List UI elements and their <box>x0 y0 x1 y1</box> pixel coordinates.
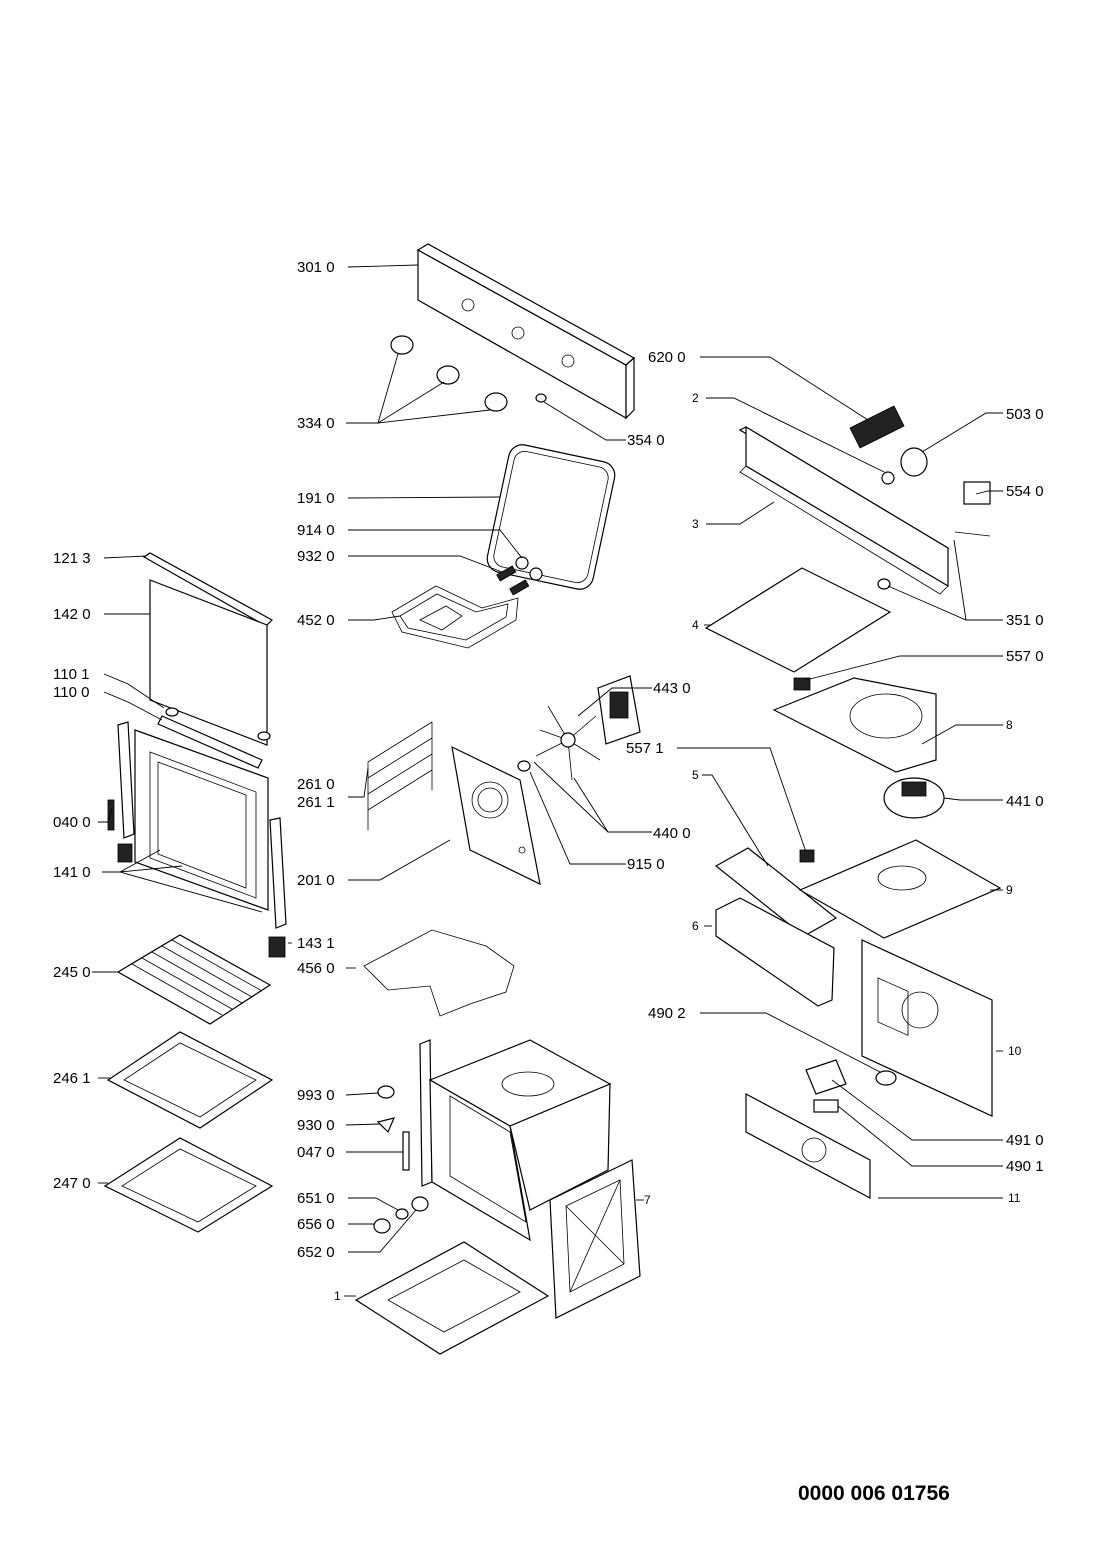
label-040-0: 040 0 <box>53 814 91 831</box>
knobs-part <box>390 335 547 412</box>
lower-control-plate-part <box>745 1093 871 1199</box>
label-110-1: 110 1 <box>53 666 89 683</box>
leader-lines <box>92 264 1003 1297</box>
label-557-1: 557 1 <box>626 740 664 757</box>
label-245-0: 245 0 <box>53 964 91 981</box>
label-2: 2 <box>692 391 699 405</box>
label-441-0: 441 0 <box>1006 793 1044 810</box>
label-914-0: 914 0 <box>297 522 335 539</box>
back-wall-part <box>861 939 993 1117</box>
label-6: 6 <box>692 919 699 933</box>
label-301-0: 301 0 <box>297 259 335 276</box>
label-141-0: 141 0 <box>53 864 91 881</box>
channel-bracket-part <box>714 847 838 1007</box>
label-3: 3 <box>692 517 699 531</box>
small-parts <box>373 1085 429 1234</box>
label-110-0: 110 0 <box>53 684 89 701</box>
label-1: 1 <box>334 1289 341 1303</box>
fan-duct-part <box>772 677 937 773</box>
door-gasket-part <box>486 444 616 590</box>
label-8: 8 <box>1006 718 1013 732</box>
label-10: 10 <box>1008 1044 1022 1058</box>
label-334-0: 334 0 <box>297 415 335 432</box>
control-panel-part <box>416 243 636 420</box>
baking-tray-part <box>106 1031 274 1129</box>
fan-motor-part <box>517 675 641 781</box>
door-top-trim-part <box>142 552 273 627</box>
grill-element-part <box>391 585 519 649</box>
label-142-0: 142 0 <box>53 606 91 623</box>
label-247-0: 247 0 <box>53 1175 91 1192</box>
switch-components-part <box>805 1059 897 1113</box>
label-354-0: 354 0 <box>627 432 665 449</box>
label-351-0: 351 0 <box>1006 612 1044 629</box>
label-191-0: 191 0 <box>297 490 335 507</box>
inner-door-glass-part <box>134 729 269 911</box>
deep-tray-part <box>103 1137 274 1233</box>
door-handle-part <box>157 707 271 769</box>
label-047-0: 047 0 <box>297 1144 335 1161</box>
label-620-0: 620 0 <box>648 349 686 366</box>
label-143-1: 143 1 <box>297 935 335 952</box>
nuts-springs-part <box>496 556 543 596</box>
label-932-0: 932 0 <box>297 548 335 565</box>
cooling-fan-part <box>883 777 945 819</box>
label-261-0: 261 0 <box>297 776 335 793</box>
door-outer-glass-part <box>149 579 268 746</box>
label-554-0: 554 0 <box>1006 483 1044 500</box>
label-246-1: 246 1 <box>53 1070 91 1087</box>
label-557-0: 557 0 <box>1006 648 1044 665</box>
label-443-0: 443 0 <box>653 680 691 697</box>
label-121-3: 121 3 <box>53 550 91 567</box>
thermostat-5570-part <box>793 677 811 691</box>
label-7: 7 <box>644 1193 651 1207</box>
document-number: 0000 006 01756 <box>798 1482 950 1505</box>
label-656-0: 656 0 <box>297 1216 335 1233</box>
label-503-0: 503 0 <box>1006 406 1044 423</box>
switch-351-part <box>877 578 891 590</box>
label-491-0: 491 0 <box>1006 1132 1044 1149</box>
wire-rack-part <box>116 934 272 1025</box>
side-racks-part <box>367 721 433 830</box>
label-993-0: 993 0 <box>297 1087 335 1104</box>
label-5: 5 <box>692 768 699 782</box>
label-201-0: 201 0 <box>297 872 335 889</box>
top-plate-part <box>798 839 1002 939</box>
label-4: 4 <box>692 618 699 632</box>
label-490-2: 490 2 <box>648 1005 686 1022</box>
label-456-0: 456 0 <box>297 960 335 977</box>
thermostat-5571-part <box>799 849 815 863</box>
control-components-part <box>849 405 991 537</box>
label-490-1: 490 1 <box>1006 1158 1044 1175</box>
rear-panel-fan-part <box>451 745 541 886</box>
label-651-0: 651 0 <box>297 1190 335 1207</box>
label-652-0: 652 0 <box>297 1244 335 1261</box>
label-915-0: 915 0 <box>627 856 665 873</box>
lower-element-part <box>363 929 515 1017</box>
label-11: 11 <box>1008 1191 1021 1205</box>
bottom-panel-part <box>354 1241 550 1355</box>
door-side-brackets-part <box>107 721 287 958</box>
label-440-0: 440 0 <box>653 825 691 842</box>
label-930-0: 930 0 <box>297 1117 335 1134</box>
control-bracket-part <box>738 425 950 595</box>
label-9: 9 <box>1006 883 1013 897</box>
top-cover-plate-part <box>704 567 892 673</box>
front-frame-part <box>549 1159 641 1319</box>
label-261-1: 261 1 <box>297 794 335 811</box>
oven-cavity-part <box>419 1039 612 1242</box>
part-labels: 301 0 620 0 2 503 0 334 0 354 0 554 0 19… <box>53 259 1044 1303</box>
label-452-0: 452 0 <box>297 612 335 629</box>
